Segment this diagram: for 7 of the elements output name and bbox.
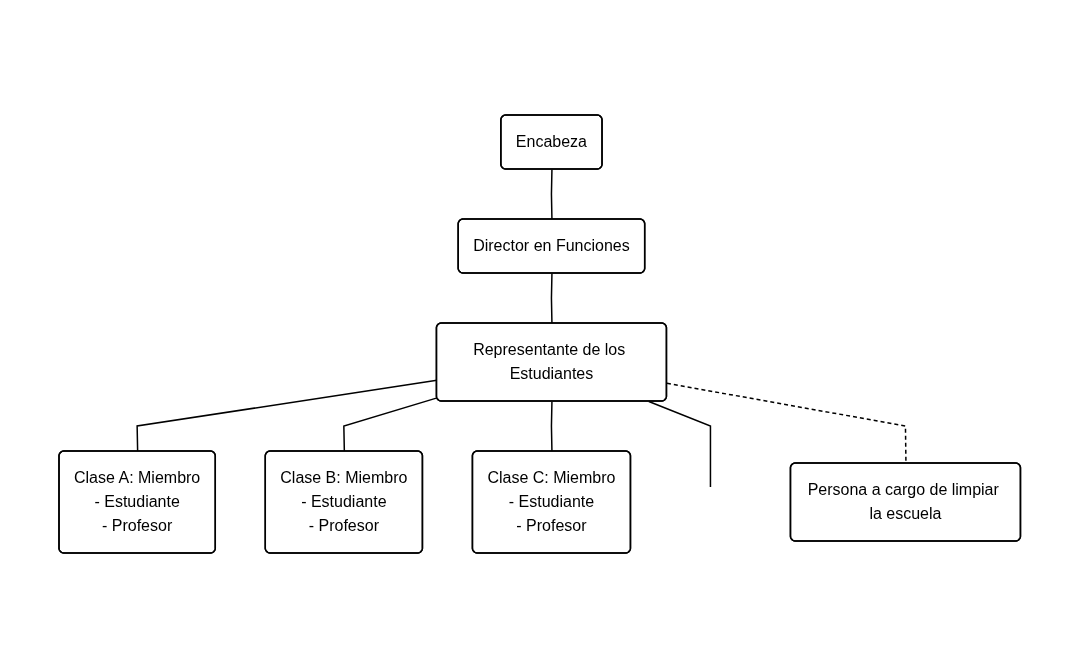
- connector: [648, 400, 712, 488]
- connector: [550, 400, 553, 452]
- connector: [343, 396, 439, 452]
- connector: [136, 379, 438, 452]
- connector: [550, 168, 553, 220]
- connector: [550, 272, 553, 324]
- connector: [666, 382, 907, 464]
